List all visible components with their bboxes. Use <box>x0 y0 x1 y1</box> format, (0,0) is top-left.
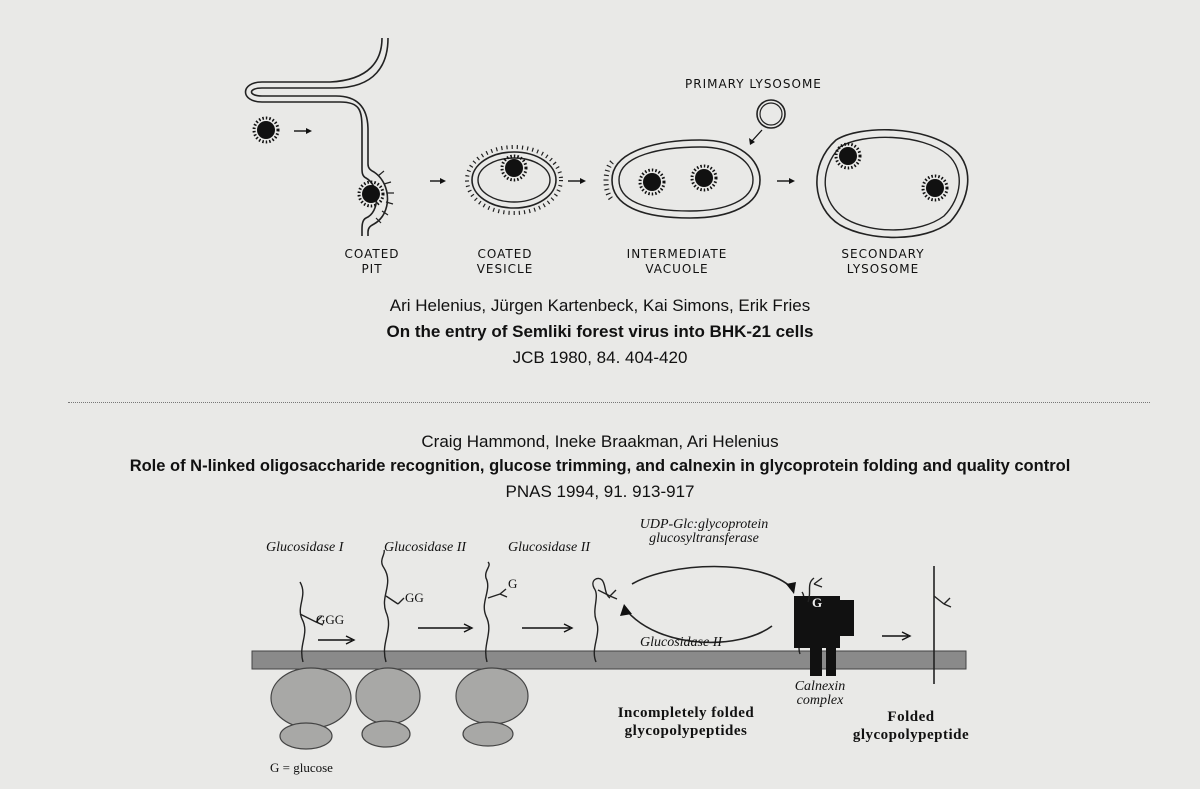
arrow-icon <box>306 128 312 134</box>
er-membrane <box>251 650 967 670</box>
stage-label: COATED <box>477 247 532 261</box>
stage-labels: COATED PIT COATED VESICLE INTERMEDIATE V… <box>344 247 924 276</box>
calnexin-complex-drawing <box>794 577 854 676</box>
stage-label: VESICLE <box>477 262 534 276</box>
ribosome-shapes <box>270 667 529 750</box>
folded-label: glycopolypeptide <box>853 727 969 743</box>
paper1-title: On the entry of Semliki forest virus int… <box>386 322 814 341</box>
paper1-authors: Ari Helenius, Jürgen Kartenbeck, Kai Sim… <box>389 296 811 315</box>
transferase-label: UDP-Glc:glycoprotein <box>640 517 769 532</box>
glucose-label: G <box>508 576 517 591</box>
primary-lysosome-label: PRIMARY LYSOSOME <box>685 77 822 91</box>
secondary-lysosome-drawing <box>816 128 969 239</box>
reverse-enzyme-label: Glucosidase II <box>640 635 723 650</box>
stage-label: COATED <box>344 247 399 261</box>
virus-particle-icon <box>252 116 280 144</box>
virus-particle-icon <box>357 180 385 208</box>
calnexin-label: complex <box>797 693 844 708</box>
folded-label: Folded <box>887 709 934 725</box>
arrow-icon <box>318 623 912 645</box>
incomplete-label: Incompletely folded <box>618 705 755 721</box>
glucose-label: G <box>812 595 822 610</box>
glucose-label: GGG <box>316 612 344 627</box>
primary-lysosome-drawing <box>756 99 786 129</box>
enzyme-label: Glucosidase II <box>384 540 467 555</box>
stage-label: LYSOSOME <box>847 262 919 276</box>
glucose-legend: G = glucose <box>270 760 333 775</box>
calnexin-label: Calnexin <box>795 679 846 694</box>
incomplete-label: glycopolypeptides <box>625 723 748 739</box>
cycle-arrow-icon <box>625 609 773 644</box>
stage-label: VACUOLE <box>645 262 708 276</box>
coated-vesicle-drawing <box>465 145 563 215</box>
transferase-label: glucosyltransferase <box>649 531 759 546</box>
polypeptide-chains <box>299 549 952 684</box>
stage-label: INTERMEDIATE <box>627 247 728 261</box>
endocytosis-figure: PRIMARY LYSOSOME COATED PIT COATED VESIC… <box>244 37 969 276</box>
intermediate-vacuole-drawing <box>603 139 761 219</box>
paper2-title: Role of N-linked oligosaccharide recogni… <box>129 457 1071 475</box>
stage-label: PIT <box>361 262 382 276</box>
enzyme-label: Glucosidase II <box>508 540 591 555</box>
enzyme-label: Glucosidase I <box>266 540 345 555</box>
paper2-journal: PNAS 1994, 91. 913-917 <box>505 482 695 501</box>
stage-label: SECONDARY <box>841 247 924 261</box>
paper2-authors: Craig Hammond, Ineke Braakman, Ari Helen… <box>421 432 779 451</box>
paper1-journal: JCB 1980, 84. 404-420 <box>512 348 688 367</box>
plasma-membrane <box>244 37 394 236</box>
calnexin-cycle-figure: Glucosidase I Glucosidase II Glucosidase… <box>251 517 969 775</box>
glucose-label: GG <box>405 590 424 605</box>
cycle-arrow-icon <box>631 565 793 589</box>
section-divider <box>68 402 1150 403</box>
